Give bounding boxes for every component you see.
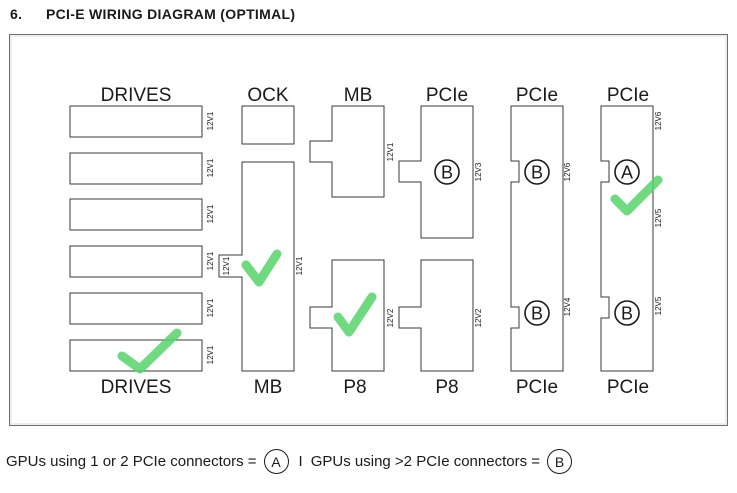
ock-bottom-title: MB	[254, 377, 283, 398]
badge-letter: B	[621, 304, 633, 324]
badge-b: B	[434, 159, 460, 185]
drive-slot	[69, 198, 203, 231]
legend-b-text: GPUs using >2 PCIe connectors =	[310, 453, 541, 470]
rail-label: 12V1	[222, 256, 231, 275]
rail-label: 12V1	[386, 142, 395, 161]
rail-label: 12V6	[563, 162, 572, 181]
legend-badge-b: B	[547, 449, 573, 474]
rail-label: 12V1	[295, 256, 304, 275]
pcie1-top-title: PCIe	[426, 85, 468, 106]
legend: GPUs using 1 or 2 PCIe connectors = A I …	[6, 449, 580, 474]
drives-top-title: DRIVES	[101, 85, 172, 106]
pcie3-bottom-title: PCIe	[607, 377, 649, 398]
rail-label: 12V1	[206, 298, 215, 317]
rail-label: 12V2	[386, 308, 395, 327]
drives-bottom-title: DRIVES	[101, 377, 172, 398]
badge-letter: B	[441, 163, 453, 183]
rail-label: 12V5	[654, 208, 663, 227]
badge-b: B	[524, 300, 550, 326]
checkmark-icon	[117, 328, 182, 374]
wiring-diagram: DRIVES OCK MB PCIe PCIe PCIe DRIVES MB P…	[69, 85, 663, 398]
heading-title: PCI-E WIRING DIAGRAM (OPTIMAL)	[46, 6, 296, 22]
legend-separator: I	[298, 453, 303, 470]
checkmark-icon	[333, 292, 377, 337]
ock-connector	[241, 105, 295, 145]
diagram-heading: 6. PCI-E WIRING DIAGRAM (OPTIMAL)	[10, 6, 295, 22]
rail-label: 12V4	[563, 297, 572, 316]
drive-slot	[69, 292, 203, 325]
pcie2-connector	[510, 105, 564, 372]
rail-label: 12V1	[206, 345, 215, 364]
pcie2-top-title: PCIe	[516, 85, 558, 106]
badge-b: B	[614, 300, 640, 326]
badge-letter: B	[531, 163, 543, 183]
rail-label: 12V2	[474, 308, 483, 327]
mb-top-title: MB	[344, 85, 373, 106]
badge-letter: A	[621, 163, 633, 183]
heading-number: 6.	[10, 6, 23, 22]
pcie3-connector	[600, 105, 654, 372]
checkmark-icon	[610, 175, 663, 216]
p8-connector	[309, 259, 385, 372]
diagram-frame	[9, 34, 728, 426]
badge-b: B	[524, 159, 550, 185]
pcie2-bottom-title: PCIe	[516, 377, 558, 398]
motherboard-24pin-connector	[218, 161, 295, 372]
legend-badge-a: A	[263, 449, 289, 474]
mb-cpu-connector	[309, 105, 385, 198]
legend-a-text: GPUs using 1 or 2 PCIe connectors =	[6, 453, 257, 470]
rail-label: 12V1	[206, 251, 215, 270]
rail-label: 12V1	[206, 158, 215, 177]
badge-letter: B	[531, 304, 543, 324]
ock-top-title: OCK	[247, 85, 289, 106]
drive-slot	[69, 245, 203, 278]
pcie3-top-title: PCIe	[607, 85, 649, 106]
rail-label: 12V6	[654, 111, 663, 130]
rail-label: 12V5	[654, 296, 663, 315]
drive-slot	[69, 105, 203, 138]
drive-slot	[69, 152, 203, 185]
checkmark-icon	[241, 249, 282, 287]
rail-label: 12V1	[206, 204, 215, 223]
pcie1-bottom-title: P8	[435, 377, 458, 398]
badge-a: A	[614, 159, 640, 185]
rail-label: 12V3	[474, 162, 483, 181]
pcie1-bottom-connector	[398, 259, 474, 372]
rail-label: 12V1	[206, 111, 215, 130]
mb-bottom-title: P8	[343, 377, 366, 398]
